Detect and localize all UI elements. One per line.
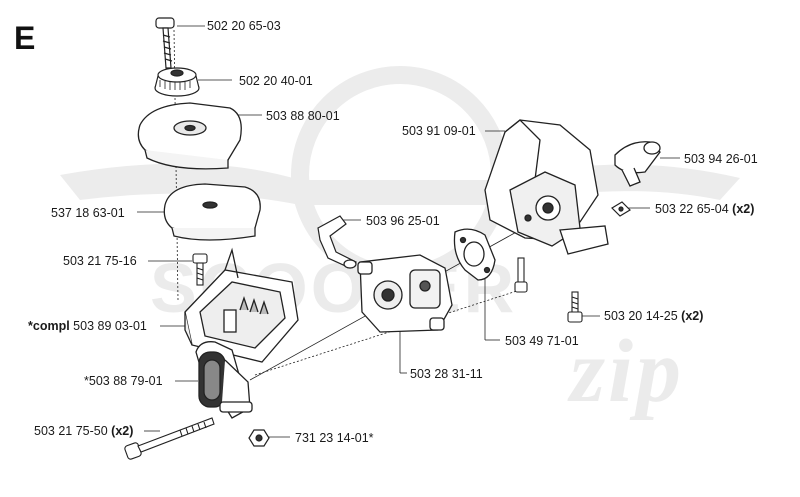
label-clip-qty: (x2) <box>732 202 755 216</box>
label-filter-housing-prefix: *compl <box>28 319 70 333</box>
screw-center-part <box>514 257 528 293</box>
label-screw-left: 503 21 75-16 <box>63 254 137 268</box>
label-filter-housing: *compl 503 89 03-01 <box>28 319 147 333</box>
label-screw-right-part: 503 20 14-25 <box>604 309 678 323</box>
label-screw-top: 502 20 65-03 <box>207 19 281 33</box>
label-intake-manifold: 503 91 09-01 <box>402 124 476 138</box>
section-letter: E <box>14 20 36 56</box>
screw-top-part <box>155 17 175 69</box>
label-clip: 503 22 65-04 (x2) <box>655 202 754 216</box>
label-filter-cover: 503 88 80-01 <box>266 109 340 123</box>
label-nut: 731 23 14-01* <box>295 431 374 445</box>
label-carburetor: 503 28 31-11 <box>410 367 483 381</box>
sleeve-part <box>614 141 661 187</box>
label-gasket: 503 49 71-01 <box>505 334 579 348</box>
label-sleeve: 503 94 26-01 <box>684 152 758 166</box>
label-knob: 502 20 40-01 <box>239 74 313 88</box>
label-air-filter: 537 18 63-01 <box>51 206 125 220</box>
handle-part <box>195 341 253 419</box>
nut-part <box>248 429 270 447</box>
screw-left-part <box>192 253 208 286</box>
filter-cover-part <box>137 102 242 170</box>
label-long-bolt-qty: (x2) <box>111 424 134 438</box>
label-screw-right-qty: (x2) <box>681 309 704 323</box>
watermark-text-script: zip <box>570 322 685 421</box>
label-handle: *503 88 79-01 <box>84 374 163 388</box>
intake-manifold-part <box>484 119 609 255</box>
knob-part <box>154 67 200 97</box>
screw-right-part <box>567 291 583 323</box>
long-bolt-part <box>124 417 215 460</box>
label-long-bolt: 503 21 75-50 (x2) <box>34 424 133 438</box>
choke-lever-part <box>317 215 358 269</box>
carburetor-part <box>357 254 453 333</box>
label-choke-lever: 503 96 25-01 <box>366 214 440 228</box>
label-clip-part: 503 22 65-04 <box>655 202 729 216</box>
clip-part <box>611 201 631 217</box>
label-long-bolt-part: 503 21 75-50 <box>34 424 108 438</box>
filter-housing-part <box>184 247 299 363</box>
air-filter-part <box>163 183 261 241</box>
gasket-part <box>453 228 496 281</box>
label-screw-right: 503 20 14-25 (x2) <box>604 309 703 323</box>
label-filter-housing-part: 503 89 03-01 <box>73 319 147 333</box>
